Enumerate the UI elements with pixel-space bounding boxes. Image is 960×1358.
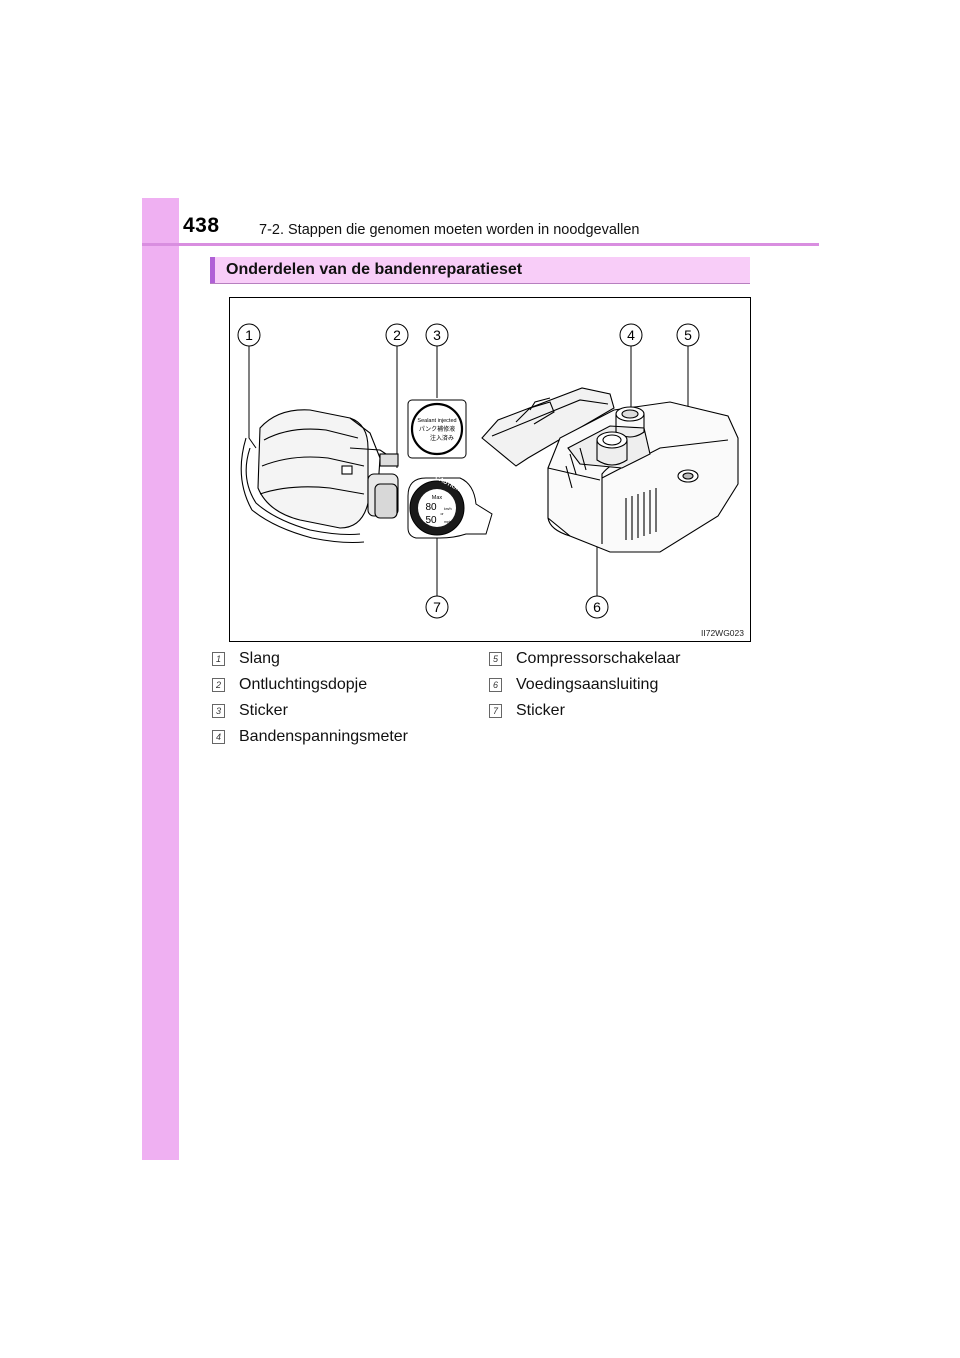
repair-kit-illustration: 1 2 3 4 5 7 6 — [229, 297, 751, 642]
svg-text:注入済み: 注入済み — [430, 434, 454, 442]
legend-item: 2 Ontluchtingsdopje — [212, 674, 367, 696]
svg-text:7: 7 — [433, 599, 441, 615]
compressor-illustration — [481, 387, 739, 553]
callout-3: 3 — [425, 323, 449, 347]
svg-text:Sealant injected: Sealant injected — [417, 418, 456, 424]
legend-label: Sticker — [516, 702, 565, 719]
svg-text:1: 1 — [245, 327, 253, 343]
caution-sticker: CAUTION Max 80 km/h or 50 mph — [407, 475, 493, 539]
svg-text:mph: mph — [444, 520, 451, 524]
illustration-svg: 1 2 3 4 5 7 6 — [237, 323, 739, 619]
figure-code: II72WG023 — [701, 628, 744, 638]
legend-number-badge: 5 — [489, 652, 502, 666]
legend-number-badge: 7 — [489, 704, 502, 718]
page-number: 438 — [183, 214, 220, 237]
svg-text:or: or — [440, 512, 444, 516]
legend-item: 1 Slang — [212, 648, 280, 670]
svg-text:パンク補修液: パンク補修液 — [419, 425, 455, 433]
chapter-sidebar-tab — [142, 198, 179, 1160]
svg-text:3: 3 — [433, 327, 441, 343]
chapter-title: 7-2. Stappen die genomen moeten worden i… — [259, 222, 640, 238]
legend-label: Compressorschakelaar — [516, 650, 681, 667]
legend-number-badge: 4 — [212, 730, 225, 744]
callout-4: 4 — [619, 323, 643, 347]
section-heading: Onderdelen van de bandenreparatieset — [210, 257, 750, 284]
legend-item: 4 Bandenspanningsmeter — [212, 726, 408, 748]
callout-7: 7 — [425, 595, 449, 619]
header-rule — [142, 243, 819, 246]
legend-label: Bandenspanningsmeter — [239, 728, 409, 745]
legend-label: Ontluchtingsdopje — [239, 676, 368, 693]
legend-number-badge: 1 — [212, 652, 225, 666]
svg-text:50: 50 — [425, 515, 437, 526]
legend-label: Slang — [239, 650, 280, 667]
legend-item: 6 Voedingsaansluiting — [489, 674, 658, 696]
svg-text:80: 80 — [425, 502, 437, 513]
svg-text:5: 5 — [684, 327, 692, 343]
svg-text:4: 4 — [627, 327, 635, 343]
svg-text:2: 2 — [393, 327, 401, 343]
legend-item: 7 Sticker — [489, 700, 565, 722]
svg-text:Max: Max — [432, 495, 443, 501]
callout-2: 2 — [385, 323, 409, 347]
sealant-sticker: Sealant injected パンク補修液 注入済み — [407, 399, 467, 459]
legend-number-badge: 6 — [489, 678, 502, 692]
svg-text:6: 6 — [593, 599, 601, 615]
section-heading-title: Onderdelen van de bandenreparatieset — [226, 261, 523, 278]
legend-label: Voedingsaansluiting — [516, 676, 659, 693]
section-heading-accent — [210, 257, 215, 283]
legend-item: 5 Compressorschakelaar — [489, 648, 681, 670]
callout-5: 5 — [676, 323, 700, 347]
svg-text:km/h: km/h — [444, 507, 452, 511]
callout-1: 1 — [237, 323, 261, 347]
hose-illustration — [240, 409, 399, 544]
callout-6: 6 — [585, 595, 609, 619]
legend-number-badge: 3 — [212, 704, 225, 718]
legend-label: Sticker — [239, 702, 288, 719]
legend-number-badge: 2 — [212, 678, 225, 692]
legend-item: 3 Sticker — [212, 700, 288, 722]
